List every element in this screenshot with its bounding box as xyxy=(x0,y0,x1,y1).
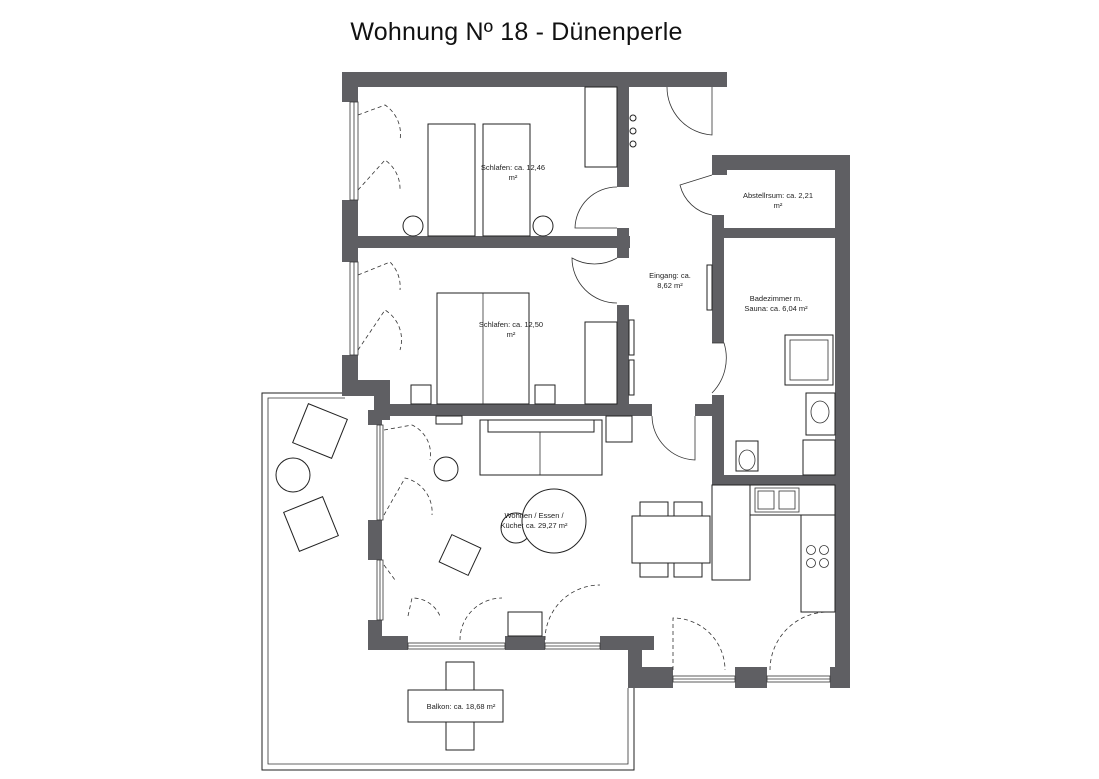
label-schlafen-1-line2: m² xyxy=(509,173,518,182)
door-swings xyxy=(357,86,829,671)
hall-furniture xyxy=(706,264,713,311)
label-abstellraum-line2: m² xyxy=(774,201,783,210)
plan-title: Wohnung Nº 18 - Dünenperle xyxy=(350,18,683,46)
balcony-furniture xyxy=(275,403,504,751)
living-furniture xyxy=(433,415,711,637)
balcony xyxy=(261,392,635,771)
label-eingang-line1: Eingang: ca. xyxy=(649,271,691,280)
label-balkon: Balkon: ca. 18,68 m² xyxy=(427,702,496,711)
label-bad-line2: Sauna: ca. 6,04 m² xyxy=(744,304,808,313)
label-schlafen-1-line1: Schlafen: ca. 12,46 xyxy=(481,163,545,172)
label-schlafen-2-line1: Schlafen: ca. 12,50 xyxy=(479,320,543,329)
label-wohnen-line2: Küche: ca. 29,27 m² xyxy=(500,521,568,530)
bathroom-fixtures xyxy=(735,334,836,476)
walls xyxy=(342,72,850,688)
bedroom-2-furniture xyxy=(410,292,635,405)
bedroom-1-furniture xyxy=(402,86,637,237)
label-schlafen-2-line2: m² xyxy=(507,330,516,339)
windows xyxy=(349,101,831,683)
kitchen-fixtures xyxy=(711,484,836,613)
label-eingang-line2: 8,62 m² xyxy=(657,281,683,290)
label-wohnen-line1: Wohnen / Essen / xyxy=(504,511,564,520)
room-labels: Schlafen: ca. 12,46 m² Schlafen: ca. 12,… xyxy=(427,163,813,711)
label-bad-line1: Badezimmer m. xyxy=(750,294,803,303)
label-abstellraum-line1: Abstellrsum: ca. 2,21 xyxy=(743,191,813,200)
